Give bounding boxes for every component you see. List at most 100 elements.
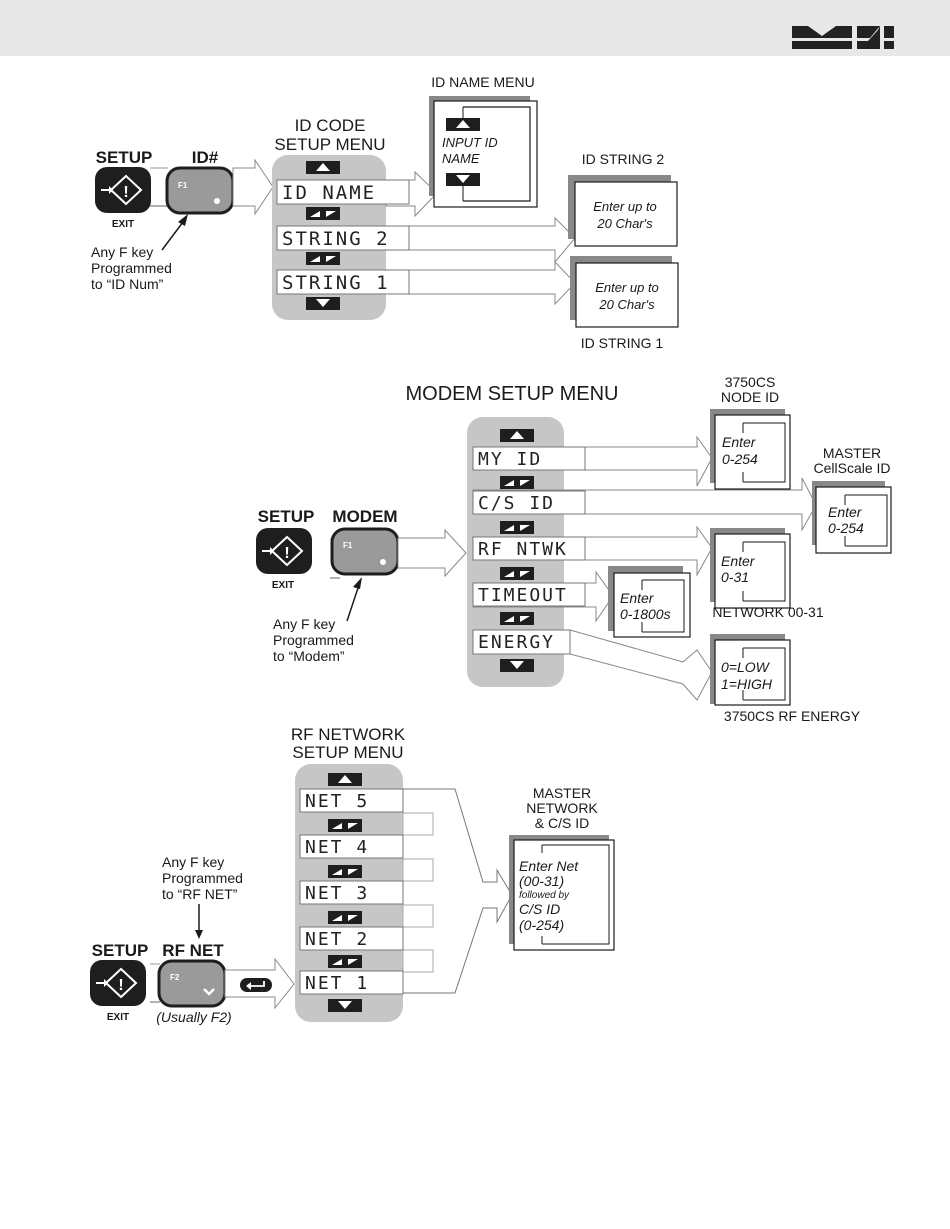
menu-item-net-5[interactable]: NET 5 [299, 788, 404, 813]
nav-up-button[interactable] [500, 429, 534, 442]
menu-item-rf-ntwk[interactable]: RF NTWK [472, 536, 586, 561]
rf-network-section: RF NETWORK SETUP MENU Any F key Programm… [90, 725, 615, 1025]
menu-item-timeout[interactable]: TIMEOUT [472, 582, 586, 607]
setup-key[interactable]: SETUP ! EXIT [90, 941, 148, 1023]
menu-item-energy[interactable]: ENERGY [472, 629, 571, 655]
pointer-arrow-icon [195, 930, 203, 939]
chevron-down-icon [203, 988, 215, 996]
svg-text:(0-254): (0-254) [519, 917, 564, 933]
svg-text:MY ID: MY ID [478, 449, 542, 470]
menu-item-net-2[interactable]: NET 2 [299, 926, 404, 951]
svg-text:CellScale ID: CellScale ID [813, 460, 890, 476]
setup-key[interactable]: SETUP ! EXIT [95, 148, 152, 230]
flow-arrow [569, 629, 713, 701]
msi-logo [792, 26, 894, 49]
nav-updown-button[interactable] [500, 612, 534, 625]
nav-updown-button[interactable] [306, 252, 340, 265]
flow-arrow [385, 216, 576, 264]
menu-item-string-2[interactable]: STRING 2 [276, 225, 410, 251]
nav-updown-button[interactable] [328, 819, 362, 832]
nav-down-button[interactable] [306, 297, 340, 310]
svg-text:SETUP MENU: SETUP MENU [292, 743, 403, 762]
node-id-box: Enter 0-254 [710, 409, 791, 490]
key-dot-icon [214, 198, 220, 204]
svg-text:0-31: 0-31 [721, 569, 749, 585]
svg-text:MODEM: MODEM [332, 507, 397, 526]
menu-item-net-3[interactable]: NET 3 [299, 880, 404, 905]
modem-function-key[interactable]: MODEM F1 [330, 507, 400, 576]
svg-text:Enter: Enter [620, 590, 655, 606]
svg-text:0=LOW: 0=LOW [721, 659, 771, 675]
nav-updown-button[interactable] [328, 955, 362, 968]
svg-text:C/S ID: C/S ID [519, 901, 560, 917]
modem-section: MODEM SETUP MENU SETUP ! EXIT MODEM F1 A… [256, 374, 892, 724]
svg-text:Enter: Enter [722, 434, 757, 450]
menu-item-string-1[interactable]: STRING 1 [276, 269, 410, 295]
setup-diamond-icon: ! [96, 967, 138, 999]
svg-text:Enter: Enter [721, 553, 756, 569]
svg-text:TIMEOUT: TIMEOUT [478, 585, 568, 606]
enter-key-icon [240, 978, 272, 992]
svg-text:Any F key: Any F key [91, 244, 153, 260]
nav-down-button[interactable] [500, 659, 534, 672]
svg-text:RF NETWORK: RF NETWORK [291, 725, 406, 744]
svg-text:0-1800s: 0-1800s [620, 606, 671, 622]
nav-updown-button[interactable] [500, 521, 534, 534]
key-dot-icon [380, 559, 386, 565]
svg-text:NET 3: NET 3 [305, 883, 369, 904]
svg-text:followed by: followed by [519, 890, 570, 901]
id-string-2-box: Enter up to 20 Char's [568, 175, 678, 247]
nav-updown-button[interactable] [328, 911, 362, 924]
network-box: Enter 0-31 [710, 528, 791, 609]
svg-text:Enter Net: Enter Net [519, 858, 579, 874]
svg-text:Programmed: Programmed [273, 632, 354, 648]
svg-text:to “RF NET”: to “RF NET” [162, 886, 238, 902]
svg-text:NETWORK: NETWORK [526, 800, 598, 816]
timeout-box: Enter 0-1800s [608, 566, 691, 638]
flow-arrow [232, 158, 274, 216]
nav-updown-button[interactable] [500, 567, 534, 580]
svg-text:Programmed: Programmed [162, 870, 243, 886]
nav-updown-button[interactable] [500, 476, 534, 489]
svg-text:NET 1: NET 1 [305, 973, 369, 994]
nav-up-button[interactable] [306, 161, 340, 174]
svg-text:Any F key: Any F key [162, 854, 224, 870]
svg-text:NETWORK 00-31: NETWORK 00-31 [712, 604, 823, 620]
svg-text:SETUP: SETUP [258, 507, 315, 526]
svg-text:MASTER: MASTER [823, 445, 881, 461]
nav-updown-button[interactable] [306, 207, 340, 220]
menu-item-net-1[interactable]: NET 1 [299, 970, 404, 995]
menu-item-my-id[interactable]: MY ID [472, 446, 586, 471]
svg-text:to “ID Num”: to “ID Num” [91, 276, 164, 292]
menu-item-cs-id[interactable]: C/S ID [472, 490, 586, 515]
menu-item-net-4[interactable]: NET 4 [299, 834, 404, 859]
nav-down-button[interactable] [446, 173, 480, 186]
rf-note: Any F key Programmed to “RF NET” [162, 854, 243, 939]
svg-text:SETUP: SETUP [92, 941, 149, 960]
menu-item-id-name[interactable]: ID NAME [276, 179, 410, 205]
master-network-box: Enter Net (00-31) followed by C/S ID (0-… [509, 835, 615, 951]
rf-net-function-key[interactable]: RF NET F2 [157, 941, 227, 1008]
id-string-1-box: Enter up to 20 Char's [570, 256, 679, 328]
svg-text:STRING 2: STRING 2 [282, 228, 390, 250]
nav-up-button[interactable] [446, 118, 480, 131]
id-string-2-title: ID STRING 2 [582, 151, 665, 167]
modem-menu-title: MODEM SETUP MENU [406, 383, 619, 405]
svg-text:!: ! [284, 545, 289, 562]
setup-key[interactable]: SETUP ! EXIT [256, 507, 314, 591]
usually-f2-label: (Usually F2) [156, 1009, 231, 1025]
svg-text:EXIT: EXIT [272, 580, 294, 591]
nav-up-button[interactable] [328, 773, 362, 786]
svg-text:NAME: NAME [442, 151, 480, 166]
svg-text:F1: F1 [343, 541, 353, 550]
setup-key-label: SETUP [96, 148, 153, 167]
energy-box: 0=LOW 1=HIGH [710, 634, 791, 706]
id-function-key[interactable]: ID# F1 [165, 148, 235, 215]
nav-updown-button[interactable] [328, 865, 362, 878]
svg-text:1=HIGH: 1=HIGH [721, 676, 773, 692]
f1-label: F1 [178, 181, 188, 190]
svg-text:3750CS RF ENERGY: 3750CS RF ENERGY [724, 708, 861, 724]
id-name-menu-box: INPUT ID NAME [429, 96, 538, 208]
svg-text:STRING 1: STRING 1 [282, 272, 390, 294]
nav-down-button[interactable] [328, 999, 362, 1012]
